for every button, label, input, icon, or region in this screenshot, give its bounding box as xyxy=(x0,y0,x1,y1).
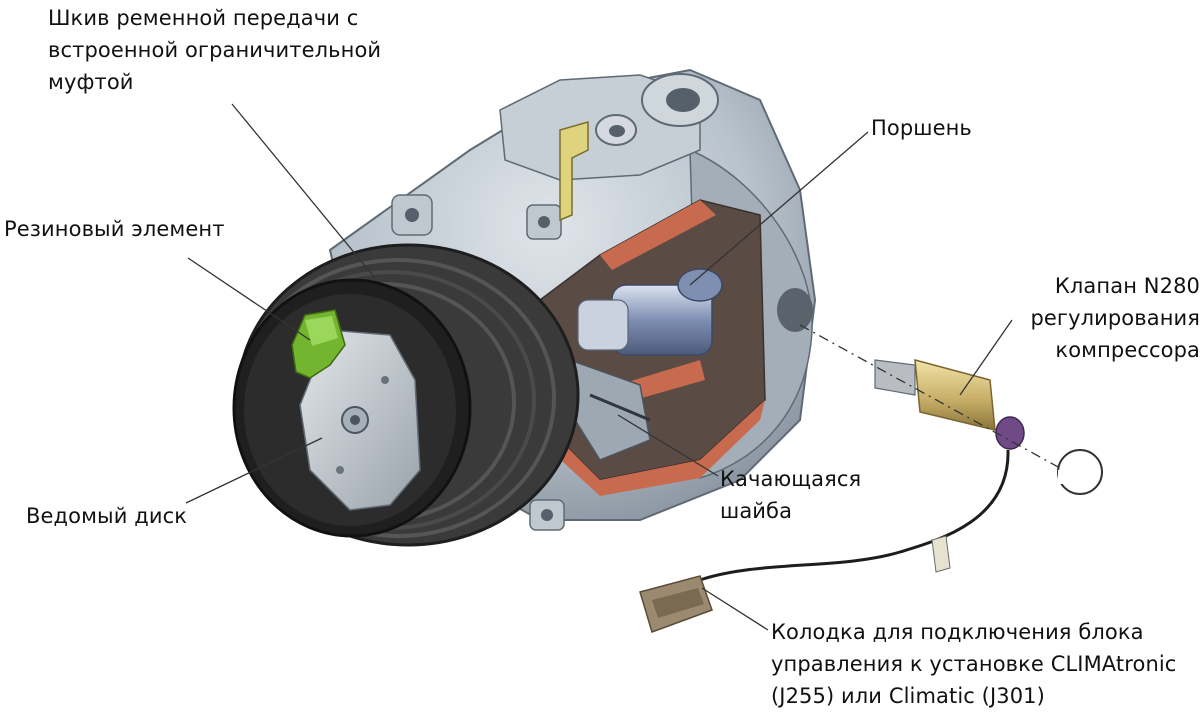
label-pulley: Шкив ременной передачи с встроенной огра… xyxy=(48,6,382,94)
label-driven-disc: Ведомый диск xyxy=(26,504,188,528)
connector-plug xyxy=(639,575,713,633)
label-connector: Колодка для подключения блока управления… xyxy=(771,620,1177,708)
regulating-valve xyxy=(874,358,1103,495)
label-rubber-element: Резиновый элемент xyxy=(4,217,225,241)
label-regulating-valve: Клапан N280 регулирования компрессора xyxy=(1030,274,1200,362)
assembly-axis-line xyxy=(799,324,1061,469)
leader-piston xyxy=(689,131,869,286)
leader-lines xyxy=(185,103,1013,631)
rubber-element xyxy=(291,309,346,379)
leader-swash xyxy=(617,414,719,477)
label-piston: Поршень xyxy=(871,116,972,140)
driven-disc xyxy=(299,329,421,511)
leader-valve xyxy=(959,319,1013,396)
connector-cable xyxy=(699,449,1010,582)
piston xyxy=(577,268,723,356)
leader-pulley xyxy=(231,103,376,279)
label-swash-plate: Качающаяся шайба xyxy=(720,467,862,523)
leader-connector xyxy=(701,587,769,631)
leader-disc xyxy=(185,437,323,504)
leader-rubber xyxy=(187,257,311,341)
